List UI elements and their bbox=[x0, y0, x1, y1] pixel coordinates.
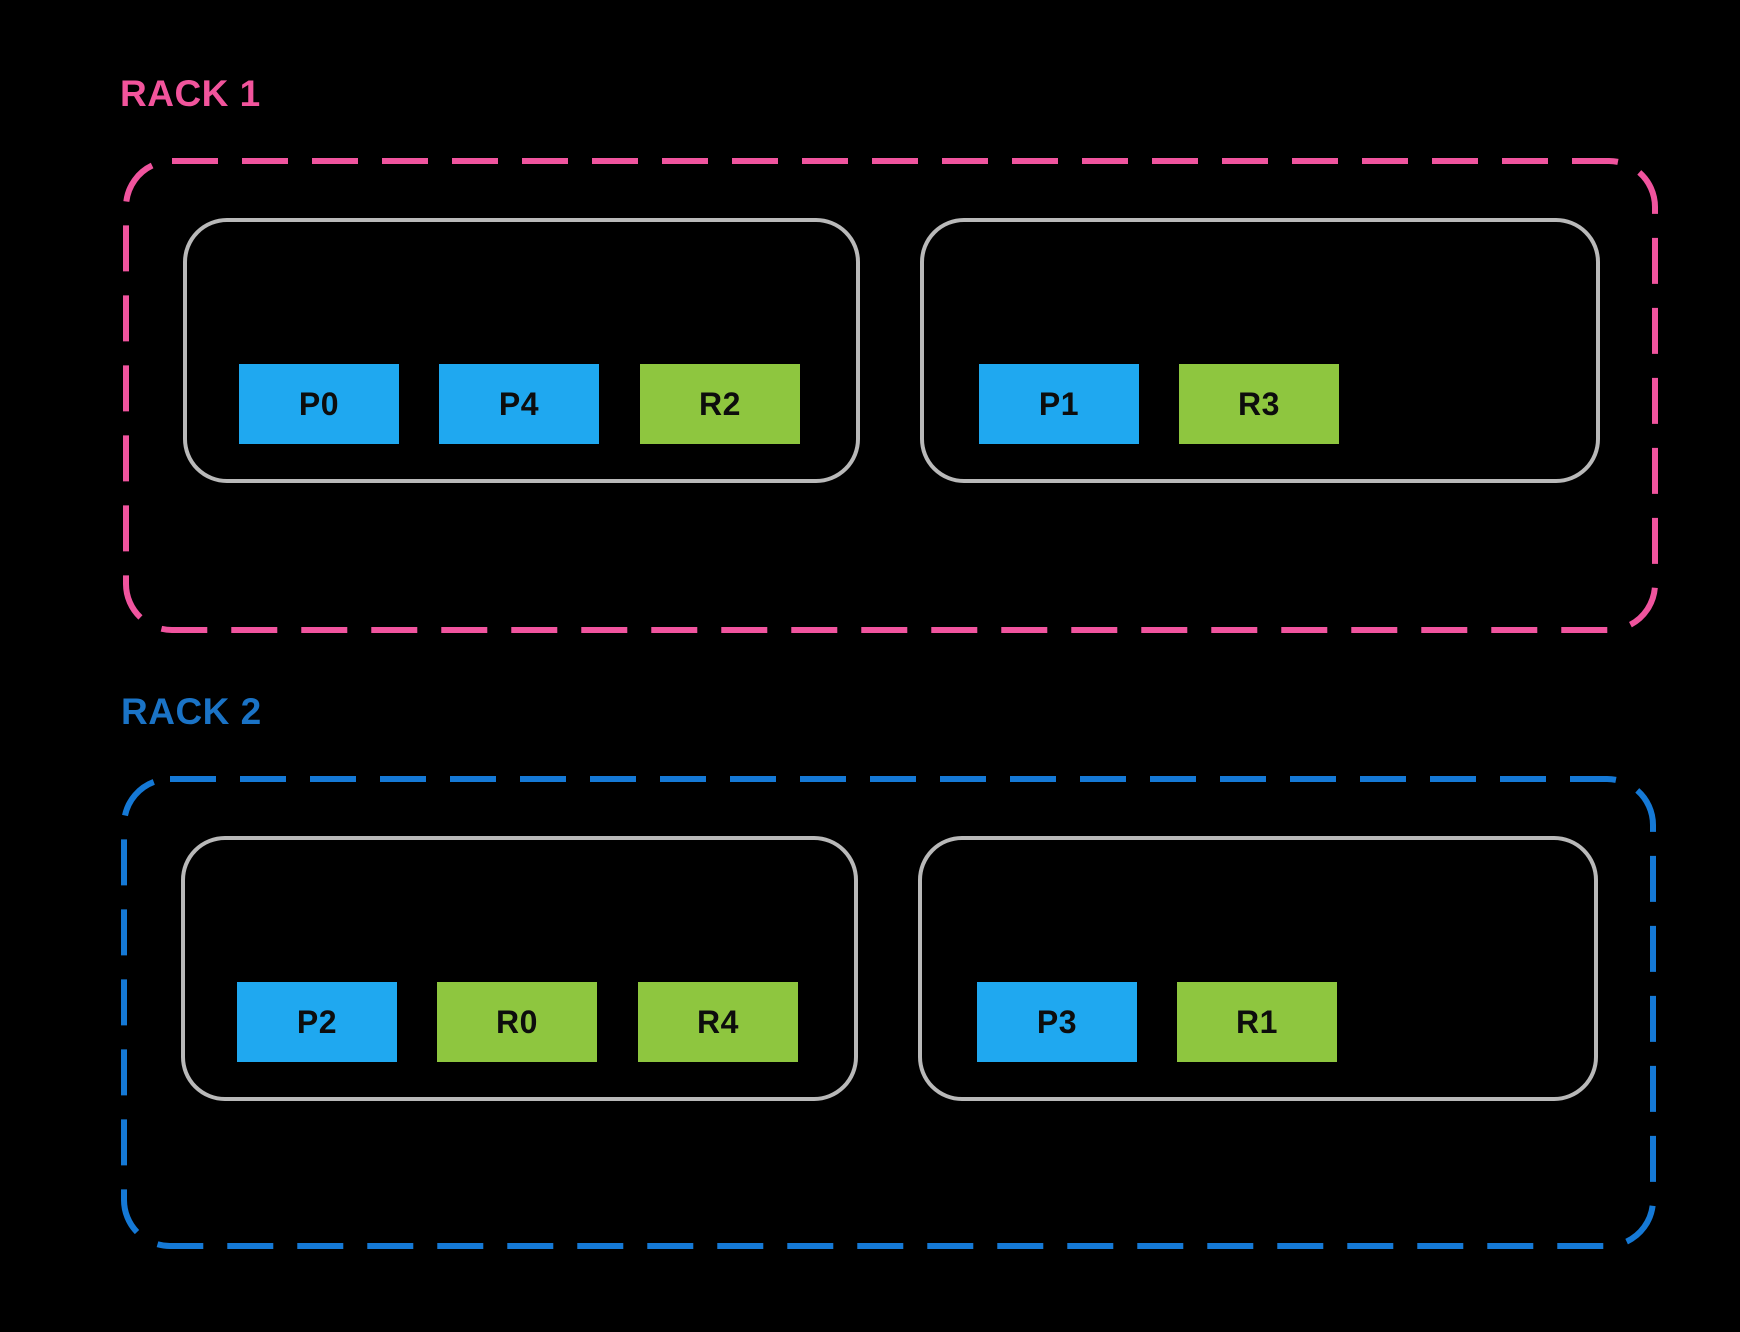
block-r0-label: R0 bbox=[496, 1003, 538, 1040]
block-p4-label: P4 bbox=[498, 385, 540, 422]
block-p0-label: P0 bbox=[298, 385, 340, 422]
block-p1: P1 bbox=[979, 364, 1139, 444]
block-p2: P2 bbox=[237, 982, 397, 1062]
block-r1-label: R1 bbox=[1236, 1003, 1278, 1040]
block-r0: R0 bbox=[437, 982, 597, 1062]
block-r2-label: R2 bbox=[699, 385, 741, 422]
block-r2: R2 bbox=[640, 364, 800, 444]
rack2-title: RACK 2 bbox=[121, 691, 262, 732]
block-r3-label: R3 bbox=[1238, 385, 1280, 422]
block-r3: R3 bbox=[1179, 364, 1339, 444]
rack2-host-2: P3 R1 bbox=[918, 836, 1598, 1101]
rack1-host-1: P0 P4 R2 bbox=[183, 218, 860, 483]
block-p1-label: P1 bbox=[1038, 385, 1080, 422]
block-p4: P4 bbox=[439, 364, 599, 444]
block-r4: R4 bbox=[638, 982, 798, 1062]
block-p2-label: P2 bbox=[296, 1003, 338, 1040]
block-p3-label: P3 bbox=[1036, 1003, 1078, 1040]
rack2-host-1: P2 R0 R4 bbox=[181, 836, 858, 1101]
block-r4-label: R4 bbox=[697, 1003, 739, 1040]
rack1-boundary: P0 P4 R2 P1 R3 bbox=[123, 158, 1658, 633]
rack1-dashed-border bbox=[123, 158, 1658, 633]
rack1-host-2: P1 R3 bbox=[920, 218, 1600, 483]
block-p0: P0 bbox=[239, 364, 399, 444]
rack2-dashed-border bbox=[121, 776, 1656, 1249]
rack2-boundary: P2 R0 R4 P3 R1 bbox=[121, 776, 1656, 1249]
block-r1: R1 bbox=[1177, 982, 1337, 1062]
rack1-title: RACK 1 bbox=[120, 73, 261, 114]
block-p3: P3 bbox=[977, 982, 1137, 1062]
